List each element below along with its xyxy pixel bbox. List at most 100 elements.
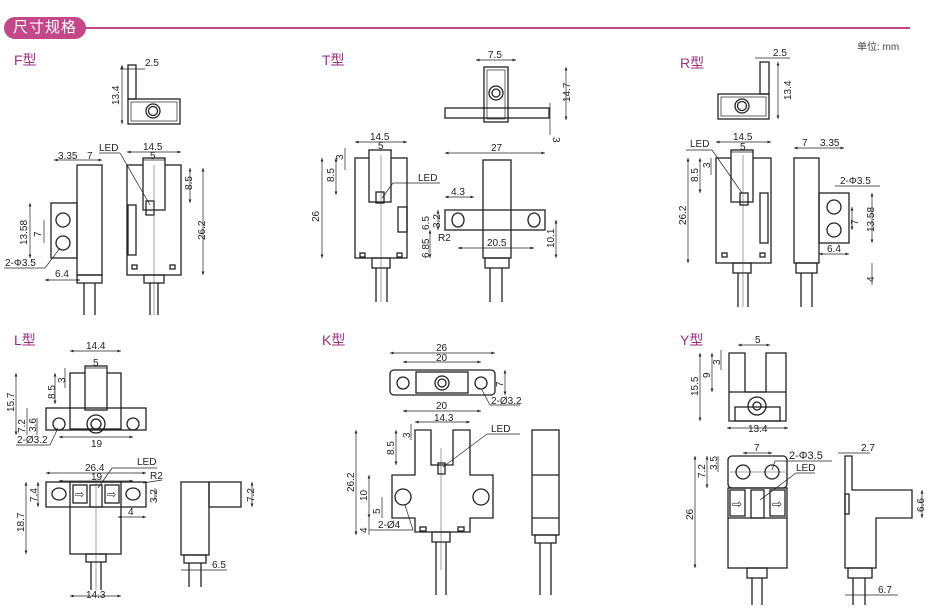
- dim-label: 2.5: [773, 48, 787, 59]
- k-type-drawing: 26 20 7 2-Ø3.2 20 14.3 LED 3 8.5 26.2 10…: [346, 343, 560, 595]
- dim-label: 18.7: [16, 512, 27, 532]
- t-side-view: 27 4.3 6.5 3.2 R2 6.85 20.5 10.1: [421, 143, 558, 302]
- dim-label: 26: [685, 508, 696, 520]
- drawing-stroke: [734, 406, 781, 422]
- dim-label: 2-Φ3.5: [5, 258, 36, 269]
- drawing-stroke: [746, 567, 768, 579]
- drawing-stroke: [127, 64, 137, 100]
- dim-label: 7: [754, 443, 760, 454]
- k-side-view: [531, 429, 560, 595]
- dim-label: 3.35: [58, 151, 78, 162]
- drawing-stroke: [747, 396, 767, 416]
- drawing-stroke: [84, 365, 108, 411]
- dim-label: 6.7: [878, 585, 892, 596]
- dim-label: 3: [402, 432, 413, 438]
- drawing-stroke: [481, 389, 491, 406]
- drawing-stroke: [732, 262, 752, 274]
- dim-label: 7.4: [29, 488, 40, 502]
- drawing-stroke: [394, 488, 412, 506]
- drawing-stroke: [451, 212, 465, 228]
- dim-label: 7.5: [488, 50, 502, 61]
- dim-label: 26: [311, 210, 322, 222]
- dim-label: 2-Ø3.2: [17, 435, 48, 446]
- l-side-view: 7.2 6.5: [180, 481, 257, 587]
- dim-label: 5: [755, 335, 761, 346]
- dim-label: 3.5: [709, 456, 720, 470]
- type-label-l: L型: [14, 332, 36, 348]
- drawing-stroke: [844, 493, 850, 515]
- l-top-view: 14.4 5 3 8.5 15.7 7.2 3.6 2-Ø3.2 19: [6, 341, 147, 450]
- dim-label: 4: [866, 276, 877, 282]
- drawing-stroke: [142, 479, 163, 484]
- dim-label: 8.5: [47, 385, 58, 399]
- dim-label: 7.2: [697, 464, 708, 478]
- drawing-stroke: [119, 152, 151, 206]
- dim-label: 4: [359, 527, 370, 533]
- drawing-stroke: [126, 417, 140, 431]
- dim-label: 8.5: [690, 168, 701, 182]
- arrow-icon: ⇨: [75, 489, 84, 501]
- type-label-r: R型: [680, 55, 705, 71]
- drawing-stroke: [44, 247, 61, 269]
- drawing-stroke: [125, 487, 141, 501]
- drawing-stroke: [826, 222, 842, 238]
- t-top-view: 7.5 14.7 3: [444, 50, 573, 143]
- drawing-stroke: [729, 489, 746, 517]
- dim-label: 14.4: [86, 341, 106, 352]
- arrow-icon: ⇨: [107, 489, 116, 501]
- dim-label: 26.2: [197, 220, 208, 240]
- r-side-view: 7 3.35 2-Φ3.5 7 13.58 6.4 4: [793, 138, 880, 307]
- drawing-stroke: [759, 252, 766, 258]
- dim-label: 5: [740, 142, 746, 153]
- drawing-stroke: [711, 149, 743, 194]
- dim-label: 2.5: [145, 58, 159, 69]
- drawing-stroke: [472, 488, 490, 506]
- dim-label: 8.5: [386, 441, 397, 455]
- dim-label: 26.2: [678, 205, 689, 225]
- drawing-stroke: [486, 69, 506, 120]
- type-label-t: T型: [322, 52, 345, 68]
- t-type-drawing: 7.5 14.7 3 14.5 5 3 8.5 LED 26 27: [311, 50, 573, 302]
- dim-label: 3.35: [820, 138, 840, 149]
- dim-label: 14.5: [370, 132, 390, 143]
- r-top-view: 2.5 13.4: [717, 48, 794, 120]
- drawing-stroke: [437, 378, 447, 388]
- drawing-stroke: [415, 371, 469, 394]
- arrow-icon: ⇨: [772, 497, 782, 511]
- drawing-stroke: [730, 149, 754, 203]
- outline-stroke: [728, 352, 787, 422]
- dim-label: 7: [87, 151, 93, 162]
- dim-label: 3: [712, 359, 723, 365]
- drawing-stroke: [145, 103, 161, 119]
- l-front-view: ⇨ ⇨ LED 26.4 19 R2 7.4 3.2 4 18.7 14.3: [16, 457, 163, 601]
- section-divider: [84, 27, 910, 29]
- drawing-stroke: [404, 504, 414, 531]
- dim-label: 3: [702, 162, 713, 168]
- drawing-stroke: [736, 100, 748, 112]
- outline-stroke: [391, 429, 494, 533]
- drawing-stroke: [375, 191, 385, 204]
- drawing-stroke: [396, 376, 410, 390]
- drawing-stroke: [795, 262, 818, 274]
- drawing-stroke: [771, 460, 776, 471]
- dim-label: 13.58: [866, 207, 877, 232]
- drawing-stroke: [180, 481, 210, 556]
- dim-label: 26.2: [346, 472, 357, 492]
- drawing-stroke: [759, 472, 797, 501]
- drawing-stroke: [750, 489, 765, 519]
- drawing-stroke: [734, 98, 750, 114]
- drawing-stroke: [389, 369, 496, 396]
- dim-label: 2-Φ3.5: [840, 176, 871, 187]
- dim-label: 26.4: [85, 463, 105, 474]
- type-label-y: Y型: [680, 332, 704, 348]
- drawing-stroke: [50, 202, 78, 259]
- dim-label: 6.5: [421, 216, 432, 230]
- dim-label: 5: [378, 141, 384, 152]
- dim-label: 8.5: [326, 168, 337, 182]
- dim-label: 3.2: [149, 489, 160, 503]
- drawing-stroke: [826, 199, 842, 215]
- dim-label: 3.6: [28, 418, 39, 432]
- led-label: LED: [796, 463, 815, 474]
- dim-label: 15.5: [690, 376, 701, 396]
- drawing-stroke: [491, 88, 501, 98]
